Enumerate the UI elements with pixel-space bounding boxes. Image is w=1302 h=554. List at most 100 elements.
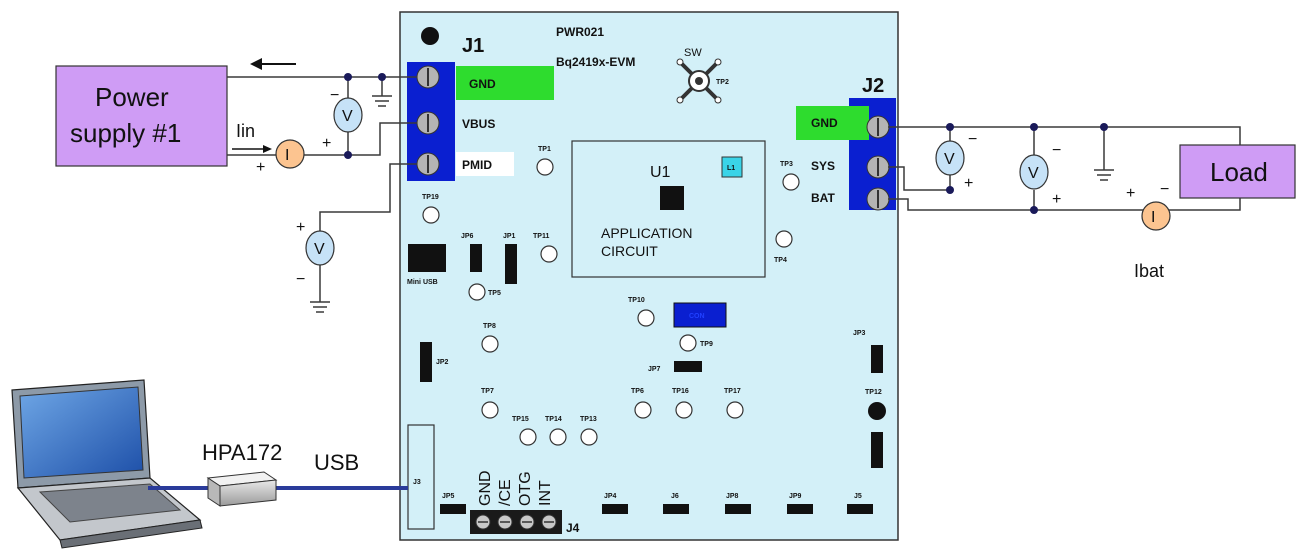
voltmeter-vbus: V (333, 97, 363, 133)
l1-inductor (721, 156, 743, 178)
load-box (1179, 144, 1296, 199)
sw-switch-icon[interactable] (676, 58, 722, 104)
wire-pmid (319, 163, 417, 232)
j1-terminal-pmid[interactable] (416, 152, 440, 176)
jp6[interactable] (470, 244, 482, 272)
ammeter-ibat-plus: + (1126, 185, 1135, 202)
j5[interactable] (847, 504, 873, 514)
j3-label: J3 (413, 479, 421, 486)
usb-label: USB (314, 450, 359, 475)
j6[interactable] (663, 504, 689, 514)
jp6-label: JP6 (461, 233, 474, 240)
voltmeter-pmid-plus: + (296, 219, 305, 236)
j1-terminal-vbus[interactable] (416, 111, 440, 135)
jp2-label: JP2 (436, 359, 449, 366)
j2-terminal-sys[interactable] (866, 155, 890, 179)
j2-label: J2 (862, 75, 884, 97)
j1-terminal-gnd[interactable] (416, 65, 440, 89)
load-label: Load (1210, 157, 1268, 187)
j4-pin-int: INT (537, 480, 554, 506)
j4-label: J4 (566, 521, 580, 535)
tp12[interactable] (868, 402, 886, 420)
ammeter-ibat-minus: − (1160, 181, 1169, 198)
tp5[interactable] (468, 283, 486, 301)
voltmeter-pmid-minus: − (296, 271, 305, 288)
j2-terminal-gnd[interactable] (866, 115, 890, 139)
tp13[interactable] (580, 428, 598, 446)
tp16[interactable] (675, 401, 693, 419)
jp1[interactable] (505, 244, 517, 284)
wire-ground-left (372, 77, 392, 107)
tp9[interactable] (679, 334, 697, 352)
jp8-label: JP8 (726, 493, 739, 500)
tp1[interactable] (536, 158, 554, 176)
voltmeter-sys-plus: + (964, 175, 973, 192)
j2-terminal-bat[interactable] (866, 187, 890, 211)
tp8[interactable] (481, 335, 499, 353)
tp4-label: TP4 (774, 257, 787, 264)
iin-label: Iin (236, 121, 255, 141)
tp10-label: TP10 (628, 297, 645, 304)
jp9[interactable] (787, 504, 813, 514)
j2-pin-sys: SYS (811, 159, 835, 173)
wire-bat-j2 (888, 198, 1241, 211)
mini-usb-connector[interactable] (408, 244, 446, 272)
tp7[interactable] (481, 401, 499, 419)
tp17[interactable] (726, 401, 744, 419)
j1-pin-vbus: VBUS (462, 117, 495, 131)
tp6[interactable] (634, 401, 652, 419)
tp14[interactable] (549, 428, 567, 446)
jp7[interactable] (674, 361, 702, 372)
tp1-label: TP1 (538, 146, 551, 153)
con-connector[interactable] (673, 302, 727, 328)
con-label: CON (689, 313, 705, 320)
j2-pin-bat: BAT (811, 191, 835, 205)
junction-dot (378, 73, 386, 81)
tp10[interactable] (637, 309, 655, 327)
junction-dot (1030, 206, 1038, 214)
ammeter-iin-symbol: I (285, 147, 289, 164)
voltmeter-bat: V (1019, 154, 1049, 190)
tp3[interactable] (782, 173, 800, 191)
laptop-icon (11, 379, 203, 549)
voltmeter-pmid-symbol: V (314, 241, 325, 258)
tp19[interactable] (422, 206, 440, 224)
j2-gnd-label-box (796, 106, 869, 140)
jp5[interactable] (440, 504, 466, 514)
j3-connector[interactable] (407, 424, 435, 530)
wire-ground-right (1094, 127, 1114, 181)
tp15[interactable] (519, 428, 537, 446)
tp7-label: TP7 (481, 388, 494, 395)
wire-sys-j2 (888, 166, 950, 191)
junction-dot (1100, 123, 1108, 131)
ammeter-ibat: I (1141, 201, 1171, 231)
power-supply-line2: supply #1 (70, 118, 181, 148)
power-supply-box (55, 65, 228, 167)
jp12-below-jumper[interactable] (871, 432, 883, 468)
voltmeter-bat-plus: + (1052, 191, 1061, 208)
wire-pmid-ground (310, 264, 330, 313)
tp11-label: TP11 (533, 233, 549, 240)
jp8[interactable] (725, 504, 751, 514)
tp9-label: TP9 (700, 341, 713, 348)
j4-pin-gnd: GND (477, 470, 494, 506)
tp15-label: TP15 (512, 416, 529, 423)
tp14-label: TP14 (545, 416, 562, 423)
junction-dot (344, 73, 352, 81)
u1-line1: APPLICATION (601, 225, 693, 241)
jp4-label: JP4 (604, 493, 617, 500)
voltmeter-sys: V (935, 140, 965, 176)
ammeter-iin-plus: + (256, 159, 265, 176)
tp4[interactable] (775, 230, 793, 248)
jp3[interactable] (871, 345, 883, 373)
voltmeter-bat-minus: − (1052, 142, 1061, 159)
jp5-label: JP5 (442, 493, 455, 500)
board-title: PWR021 (556, 25, 604, 39)
jp2[interactable] (420, 342, 432, 382)
junction-dot (1030, 123, 1038, 131)
tp11[interactable] (540, 245, 558, 263)
tp13-label: TP13 (580, 416, 597, 423)
j5-label: J5 (854, 493, 862, 500)
jp4[interactable] (602, 504, 628, 514)
sw-label: SW (684, 47, 702, 59)
